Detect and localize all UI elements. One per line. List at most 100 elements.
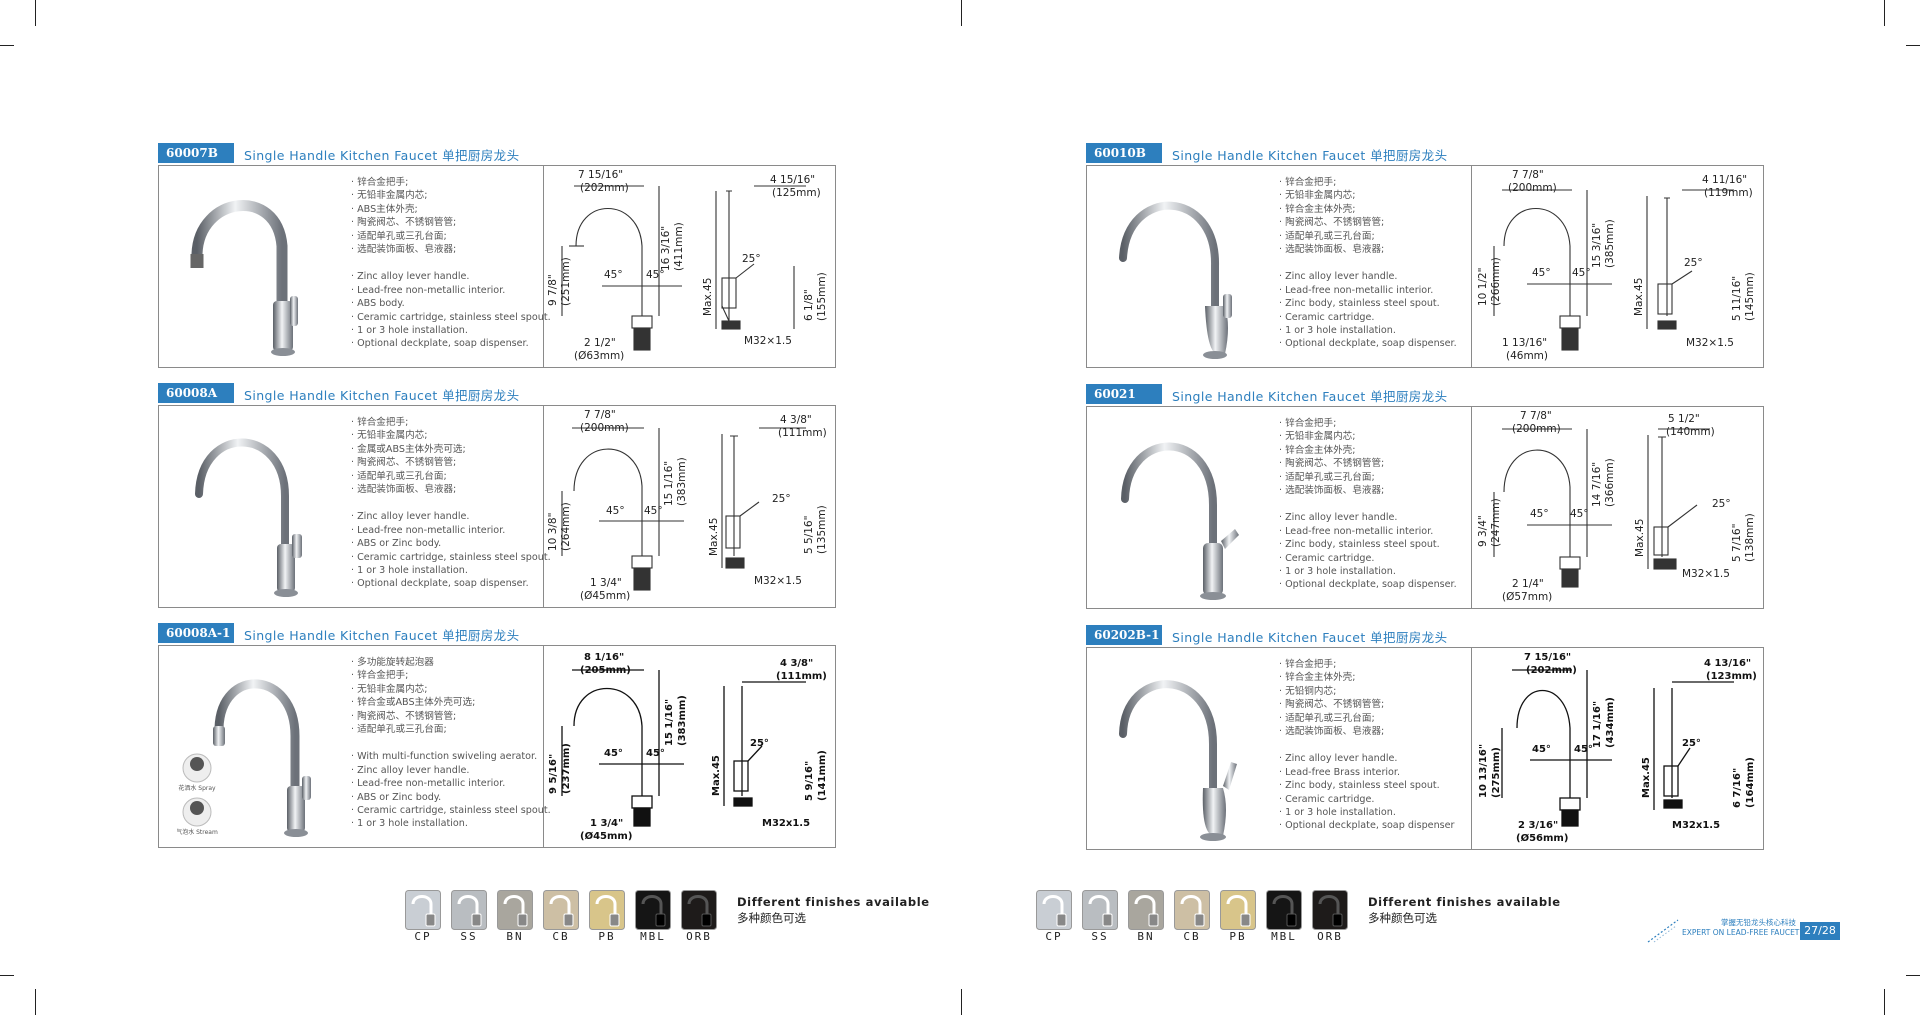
spec-list: 锌合金把手; 无铅非金属内芯; 锌合金主体外壳; 陶瓷阀芯、不锈钢管管; 适配单… <box>1279 176 1479 351</box>
dim-side-in: 4 13/16" <box>1704 658 1751 669</box>
dim-angle: 25° <box>1684 257 1703 269</box>
faucet-photo <box>190 200 298 356</box>
dim-reach-in: 8 1/16" <box>584 652 624 663</box>
dim-spout-mm: (247mm) <box>1490 498 1502 547</box>
spec-en: Zinc alloy lever handle. <box>351 764 551 777</box>
spec-cn: 无铅铜内芯; <box>1279 685 1479 698</box>
spec-gap <box>1279 256 1479 270</box>
finish-swatches: CP SS BN CB PB MBL ORB Different finishe… <box>1036 890 1560 950</box>
product-header: 60008A Single Handle Kitchen Faucet 单把厨房… <box>158 383 836 403</box>
swatch-orb <box>681 890 717 930</box>
footer-brand: 掌握无铅龙头核心科技 EXPERT ON LEAD-FREE FAUCET <box>1682 918 1799 938</box>
product-header: 60007B Single Handle Kitchen Faucet 单把厨房… <box>158 143 836 163</box>
dim-reach-mm: (202mm) <box>580 182 629 194</box>
dim-base-mm: (46mm) <box>1506 350 1548 362</box>
swatch-pb <box>1220 890 1256 930</box>
product-code-badge: 60010B <box>1086 143 1162 163</box>
dim-height-mm: (383mm) <box>676 457 688 506</box>
faucet-photo <box>1119 201 1232 359</box>
spec-en: ABS body. <box>351 297 551 310</box>
spec-en: Ceramic cartridge. <box>1279 552 1479 565</box>
dim-base-mm: (Ø45mm) <box>580 830 632 842</box>
finishes-note-en: Different finishes available <box>1368 895 1561 909</box>
swatch-ss <box>1082 890 1118 930</box>
spec-en: With multi-function swiveling aerator. <box>351 750 551 763</box>
dim-side-mm: (111mm) <box>776 671 827 682</box>
spec-en: Zinc body, stainless steel spout. <box>1279 779 1479 792</box>
spec-gap <box>351 256 551 270</box>
dim-base-in: 2 3/16" <box>1518 820 1558 831</box>
spec-en: Optional deckplate, soap dispenser. <box>1279 337 1479 350</box>
spec-en: 1 or 3 hole installation. <box>351 324 551 337</box>
spec-en: Lead-free non-metallic interior. <box>1279 284 1479 297</box>
right-page: 60010B Single Handle Kitchen Faucet 单把厨房… <box>960 0 1920 1015</box>
spec-en: Optional deckplate, soap dispenser. <box>351 577 551 590</box>
product-card-60010B: 60010B Single Handle Kitchen Faucet 单把厨房… <box>1086 143 1764 368</box>
spec-en: Optional deckplate, soap dispenser. <box>1279 578 1479 591</box>
dim-base-mm: (Ø45mm) <box>580 590 630 602</box>
dim-swing: 45° <box>1574 744 1593 755</box>
dim-angle: 25° <box>1682 738 1701 749</box>
product-box: 锌合金把手; 锌合金主体外壳; 无铅铜内芯; 陶瓷阀芯、不锈钢管管; 适配单孔或… <box>1086 647 1764 850</box>
spec-en: Ceramic cartridge, stainless steel spout… <box>351 311 551 324</box>
spec-cn: 锌合金或ABS主体外壳可选; <box>351 696 551 709</box>
spec-cn: 无铅非金属内芯; <box>351 429 551 442</box>
dim-swing: 45° <box>604 748 623 759</box>
swatch-mbl <box>635 890 671 930</box>
spec-cn: 选配装饰面板、皂液器; <box>351 483 551 496</box>
product-title: Single Handle Kitchen Faucet 单把厨房龙头 <box>244 628 520 643</box>
swatch-cp <box>405 890 441 930</box>
finish-code: CB <box>1183 930 1201 943</box>
finishes-note-cn: 多种颜色可选 <box>1368 911 1437 925</box>
finish-code: CP <box>1045 930 1063 943</box>
dim-spout: 9 7/8" <box>547 274 559 306</box>
product-code-badge: 60008A <box>158 383 234 403</box>
swatch-bn <box>497 890 533 930</box>
finishes-note: Different finishes available 多种颜色可选 <box>1368 894 1561 926</box>
spec-cn: 无铅非金属内芯; <box>1279 430 1479 443</box>
spec-cn: 锌合金主体外壳; <box>1279 444 1479 457</box>
technical-drawing: 7 15/16" (202mm) 17 1/16" (434mm) 10 13/… <box>1471 648 1765 849</box>
technical-drawing: 7 7/8" (200mm) 15 1/16" (383mm) 10 3/8" … <box>543 406 837 607</box>
spec-cn: 锌合金把手; <box>1279 176 1479 189</box>
spec-en: Lead-free non-metallic interior. <box>351 524 551 537</box>
dim-height: 15 1/16" <box>664 699 675 746</box>
swatch-bn <box>1128 890 1164 930</box>
dim-spout: 10 13/16" <box>1478 744 1489 798</box>
finish-swatches: CP SS BN CB PB MBL ORB Different finishe… <box>405 890 929 950</box>
product-box: 锌合金把手; 无铅非金属内芯; ABS主体外壳; 陶瓷阀芯、不锈钢管管; 适配单… <box>158 165 836 368</box>
dim-max: Max.45 <box>1633 278 1645 316</box>
spec-en: Optional deckplate, soap dispenser. <box>351 337 551 350</box>
crop-mark <box>1906 975 1920 977</box>
spec-list: 锌合金把手; 无铅非金属内芯; 金属或ABS主体外壳可选; 陶瓷阀芯、不锈钢管管… <box>351 416 551 591</box>
product-title: Single Handle Kitchen Faucet 单把厨房龙头 <box>1172 389 1448 404</box>
spec-en: 1 or 3 hole installation. <box>1279 324 1479 337</box>
crop-mark <box>0 975 14 977</box>
dim-base-mm: (Ø63mm) <box>574 350 624 362</box>
dim-max: Max.45 <box>1634 519 1646 557</box>
spec-en: Ceramic cartridge, stainless steel spout… <box>351 804 551 817</box>
dim-base-in: 2 1/2" <box>584 337 616 349</box>
dim-spout-mm: (237mm) <box>561 743 572 794</box>
finish-code: CB <box>552 930 570 943</box>
spec-cn: ABS主体外壳; <box>351 203 551 216</box>
product-card-60021: 60021 Single Handle Kitchen Faucet 单把厨房龙… <box>1086 384 1764 609</box>
dim-lever: 5 9/16" <box>804 761 815 801</box>
brand-swoosh-icon <box>1647 919 1679 943</box>
spec-cn: 锌合金把手; <box>351 416 551 429</box>
dim-side-mm: (140mm) <box>1666 426 1715 438</box>
dim-angle: 25° <box>772 493 791 505</box>
spec-en: Lead-free Brass interior. <box>1279 766 1479 779</box>
product-card-60008A: 60008A Single Handle Kitchen Faucet 单把厨房… <box>158 383 836 608</box>
finish-code: MBL <box>640 930 666 943</box>
dim-swing: 45° <box>604 269 623 281</box>
crop-mark <box>961 0 963 26</box>
spec-cn: 陶瓷阀芯、不锈钢管管; <box>1279 698 1479 711</box>
swatch-ss <box>451 890 487 930</box>
dim-height: 15 1/16" <box>663 461 675 506</box>
dim-swing: 45° <box>1572 267 1591 279</box>
dim-max: Max.45 <box>1641 757 1652 798</box>
dim-thread: M32×1.5 <box>1686 337 1734 349</box>
spec-list: 锌合金把手; 锌合金主体外壳; 无铅铜内芯; 陶瓷阀芯、不锈钢管管; 适配单孔或… <box>1279 658 1479 833</box>
spec-gap <box>1279 738 1479 752</box>
